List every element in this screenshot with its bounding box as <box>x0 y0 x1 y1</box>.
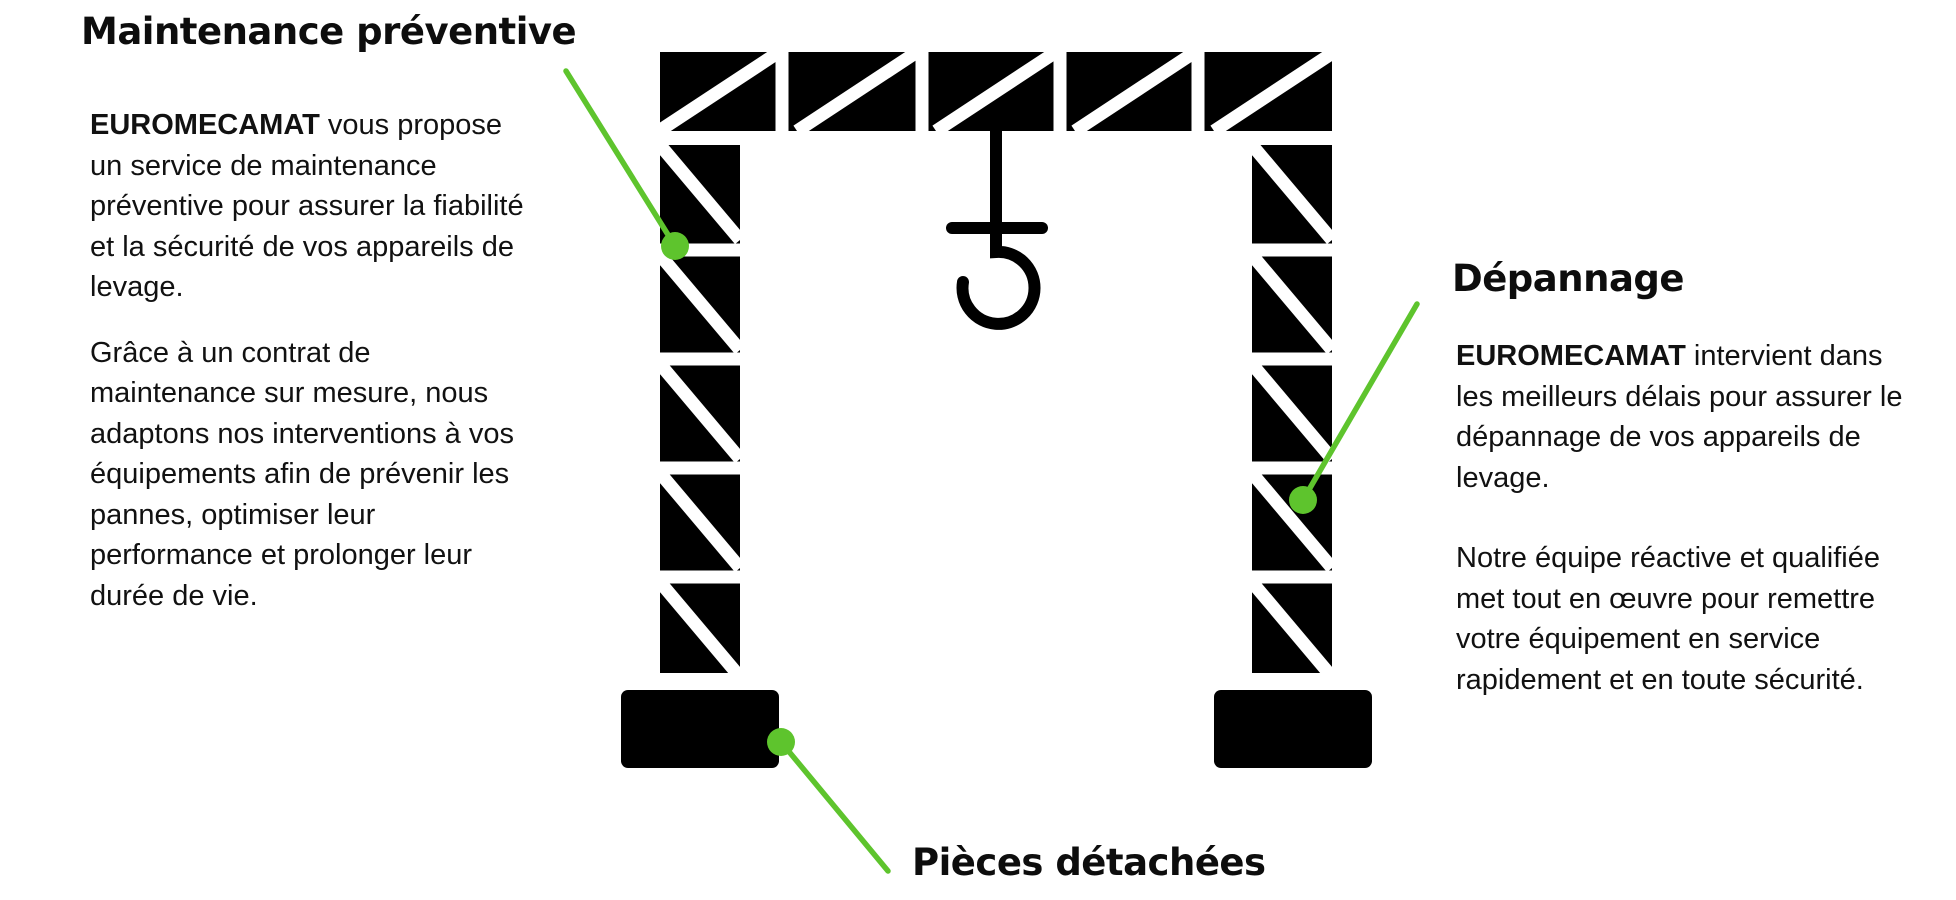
right-leg-brace-1 <box>1252 145 1332 245</box>
depannage-brand: EUROMECAMAT <box>1456 340 1686 372</box>
pieces-title: Pièces détachées <box>912 841 1266 884</box>
maintenance-brand: EUROMECAMAT <box>90 109 320 141</box>
depannage-title: Dépannage <box>1452 257 1685 300</box>
left-leg-brace-3 <box>660 359 740 464</box>
left-leg-brace-1 <box>660 145 740 245</box>
maintenance-paragraph-1-text: vous propose un service de maintenance p… <box>90 109 524 303</box>
right-leg-brace-5 <box>1252 577 1332 673</box>
maintenance-paragraph-2: Grâce à un contrat de maintenance sur me… <box>90 336 514 612</box>
depannage-paragraph-2: Notre équipe réactive et qualifiée met t… <box>1456 542 1880 696</box>
top-beam-brace-4 <box>1071 52 1199 131</box>
top-beam <box>660 52 1332 131</box>
depannage-paragraph-1: EUROMECAMAT intervient dans les meilleur… <box>1456 336 1906 498</box>
right-leg-brace-4 <box>1252 468 1332 573</box>
maintenance-paragraph-1: EUROMECAMAT vous propose un service de m… <box>90 105 540 308</box>
depannage-callout-dot <box>1289 486 1317 514</box>
left-leg-brace-4 <box>660 468 740 573</box>
left-leg-brace-2 <box>660 250 740 355</box>
right-leg-brace-3 <box>1252 359 1332 464</box>
maintenance-callout-dot <box>661 232 689 260</box>
top-beam-brace-1 <box>660 52 783 131</box>
depannage-callout-line <box>1300 301 1420 503</box>
top-beam-brace-2 <box>793 52 921 131</box>
maintenance-text-block: EUROMECAMAT vous propose un service de m… <box>90 105 540 641</box>
left-leg <box>660 145 740 673</box>
right-leg <box>1252 145 1332 673</box>
depannage-text-block: EUROMECAMAT intervient dans les meilleur… <box>1456 336 1906 725</box>
right-leg-brace-2 <box>1252 250 1332 355</box>
hook-icon <box>956 230 1041 330</box>
left-foot <box>621 690 779 768</box>
maintenance-title: Maintenance préventive <box>81 10 577 53</box>
top-beam-brace-5 <box>1210 52 1332 131</box>
pieces-callout-dot <box>767 728 795 756</box>
right-foot <box>1214 690 1372 768</box>
maintenance-callout-line <box>563 68 678 249</box>
depannage-paragraph-1-text: intervient dans les meilleurs délais pou… <box>1456 340 1903 494</box>
top-beam-brace-3 <box>932 52 1060 131</box>
pieces-callout-line <box>778 739 891 874</box>
left-leg-brace-5 <box>660 577 740 673</box>
